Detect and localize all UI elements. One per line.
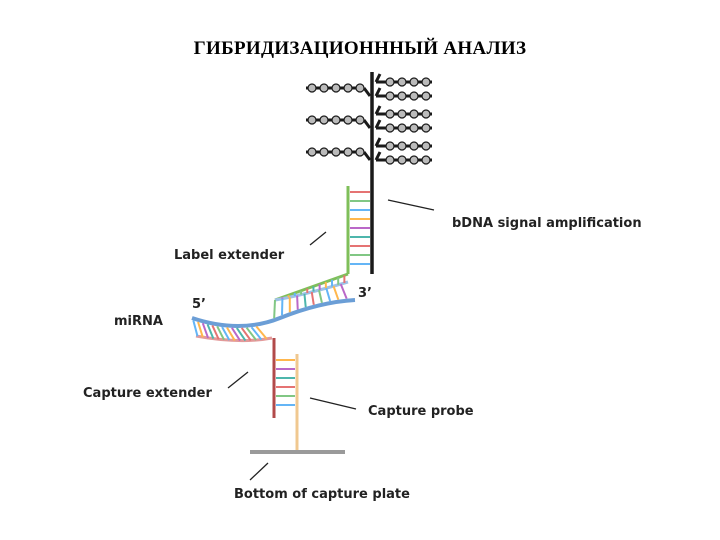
label-extender-strand-diagonal [274,272,349,302]
bead [409,123,419,133]
bead [409,155,419,165]
bead [385,109,395,119]
bead [385,123,395,133]
bead [397,91,407,101]
rung [339,283,348,300]
rung [206,324,215,340]
rung [255,325,268,340]
bead [385,155,395,165]
bead [331,83,341,93]
bead [397,155,407,165]
rung [216,325,225,341]
bead [385,91,395,101]
capture-ladder [272,338,299,452]
bead [409,141,419,151]
bead [319,115,329,125]
label-label-extender: Label extender [174,248,285,263]
bead [331,115,341,125]
rung [296,295,299,310]
label-five-prime: 5’ [192,297,206,312]
bead [421,155,431,165]
rung [310,291,315,305]
bead [331,147,341,157]
rung [201,322,210,339]
rung [273,299,276,319]
bdna-branch-hook [374,137,382,147]
label-three-prime: 3’ [358,286,372,301]
rung [325,287,332,302]
bead [355,83,365,93]
rung [235,327,247,342]
pointer-plate [249,462,269,481]
bead [421,109,431,119]
bead [319,147,329,157]
rung [240,327,252,341]
slide-title: ГИБРИДИЗАЦИОНННЫЙ АНАЛИЗ [193,38,527,59]
mirna-rungs [192,275,348,342]
bdna-branch-hook [374,151,382,161]
bead [421,141,431,151]
bead [385,77,395,87]
bead [355,115,365,125]
bdna-branch-hook [362,151,372,161]
label-capture-extender: Capture extender [83,386,212,401]
pointer-label-extender [309,231,327,246]
pointer-capture-probe [309,397,357,410]
rung [221,326,231,341]
rung [332,285,340,301]
bdna-branches [306,73,432,165]
bead [343,83,353,93]
bead [409,109,419,119]
bdna-amplifier [306,72,432,274]
rung [192,320,199,337]
bdna-branch-hook [374,105,382,115]
bdna-branch-hook [374,87,382,97]
bead [397,77,407,87]
bdna-branch-hook [362,119,372,129]
rung [197,321,204,338]
label-mirna: miRNA [114,314,163,329]
bead [421,123,431,133]
rung [303,293,307,308]
mirna-strand [191,298,356,328]
bead [307,147,317,157]
bead [385,141,395,151]
rung [231,327,241,342]
bead [421,77,431,87]
bead [307,83,317,93]
rung [226,326,236,341]
bead [319,83,329,93]
pointer-bdna [387,199,435,211]
bdna-branch-hook [374,119,382,129]
bead [343,147,353,157]
rung [318,289,323,303]
bead [343,115,353,125]
bead [397,141,407,151]
rung [245,327,257,341]
bead [409,91,419,101]
bdna-branch-hook [374,73,382,83]
bdna-branch-hook [362,87,372,97]
pointer-lines [227,199,435,481]
mirna-duplex [191,275,356,343]
label-capture-probe: Capture probe [368,404,474,419]
label-bottom-plate: Bottom of capture plate [234,487,410,502]
rung [211,325,220,340]
bead [421,91,431,101]
label-probe-strand [274,280,349,302]
bead [307,115,317,125]
rung [250,326,263,341]
bead [397,109,407,119]
label-bdna: bDNA signal amplification [452,216,642,231]
pointer-capture-extender [227,371,249,389]
label-extender-ladder [274,186,370,302]
bead [355,147,365,157]
bead [397,123,407,133]
bead [409,77,419,87]
